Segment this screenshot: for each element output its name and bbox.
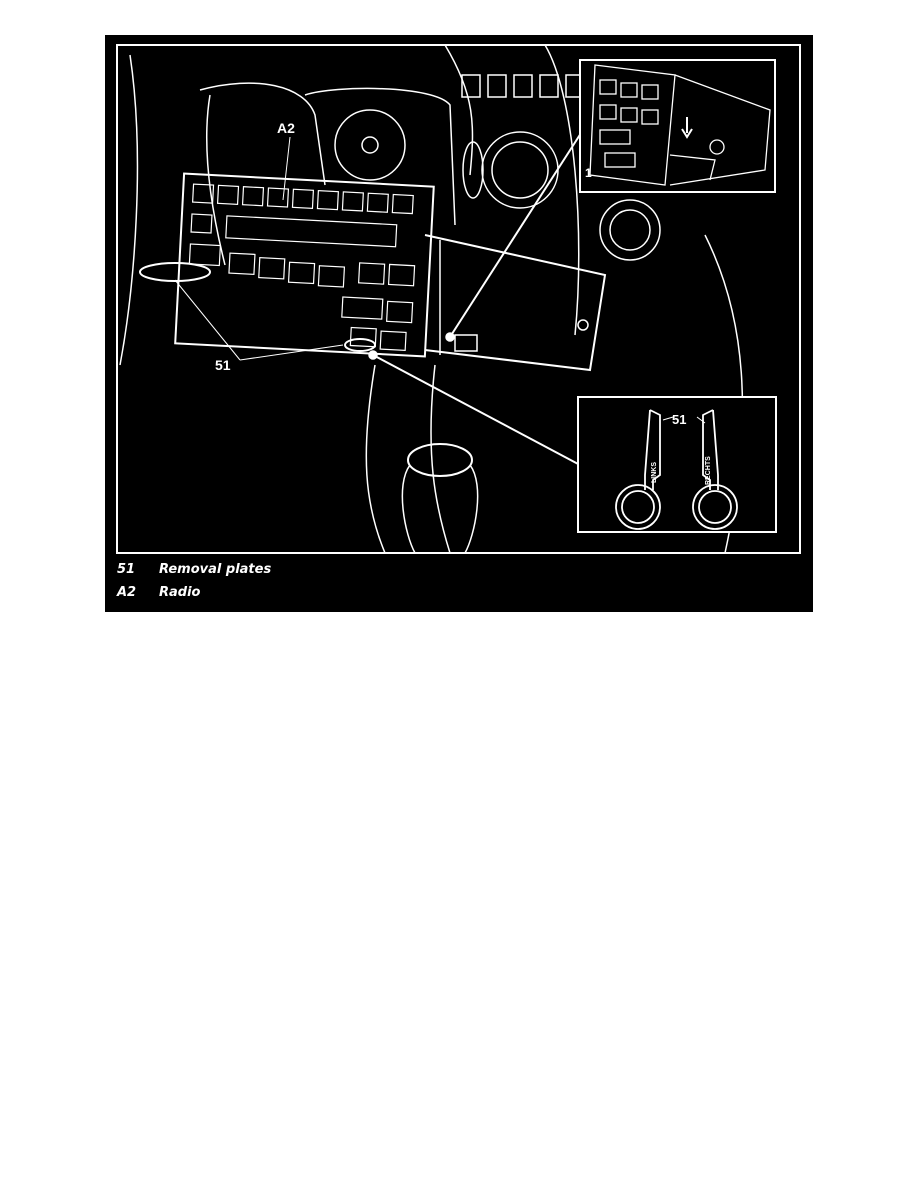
callout-inset-plates: 51: [672, 412, 686, 427]
left-key-label: LINKS: [651, 462, 658, 483]
legend-number: 51: [117, 562, 136, 577]
legend-item: A2 Radio: [117, 585, 200, 600]
illustration-drawing: 1 51 LINKS RECHTS A2 51: [116, 44, 801, 554]
callout-removal-plates: 51: [215, 357, 231, 373]
legend-number: A2: [117, 585, 137, 600]
callout-radio: A2: [277, 120, 295, 136]
legend-label: Removal plates: [159, 562, 272, 577]
right-key-label: RECHTS: [705, 456, 712, 485]
callout-inset-detail: 1: [585, 166, 592, 180]
legend-label: Radio: [159, 585, 201, 600]
legend-item: 51 Removal plates: [117, 562, 271, 577]
